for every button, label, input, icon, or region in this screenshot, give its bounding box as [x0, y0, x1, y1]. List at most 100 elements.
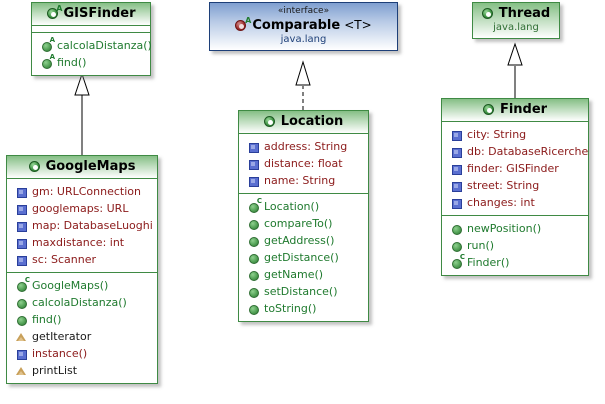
class-header-thread: Thread java.lang: [473, 3, 559, 38]
method-public-icon: [248, 303, 259, 315]
member-row[interactable]: finder: GISFinder: [442, 160, 588, 177]
attributes-compartment-finder: city: String db: DatabaseRicerche finder…: [442, 122, 588, 216]
class-name-finder: Finder: [499, 102, 548, 117]
field-icon: [16, 348, 27, 360]
method-public-icon: C: [248, 198, 262, 213]
attributes-compartment-location: address: String distance: float name: St…: [239, 134, 368, 194]
methods-compartment-gisfinder: A calcolaDistanza() A find(): [32, 33, 152, 75]
member-row[interactable]: C Location(): [239, 198, 368, 215]
class-icon: [28, 160, 42, 173]
member-row[interactable]: find(): [7, 311, 157, 328]
methods-compartment-finder: newPosition() run() C Finder(): [442, 216, 588, 275]
relationship-location-comparable: [295, 60, 311, 110]
member-row[interactable]: getIterator: [7, 328, 157, 345]
member-row[interactable]: map: DatabaseLuoghi: [7, 217, 157, 234]
field-icon: [451, 129, 462, 141]
member-row[interactable]: city: String: [442, 126, 588, 143]
class-box-googlemaps[interactable]: GoogleMaps gm: URLConnection googlemaps:…: [6, 155, 158, 384]
stereotype-label: «interface»: [277, 6, 330, 16]
class-box-finder[interactable]: Finder city: String db: DatabaseRicerche…: [441, 98, 589, 276]
field-icon: [248, 158, 259, 170]
methods-compartment-location: C Location() compareTo() getAddress() ge…: [239, 194, 368, 321]
abstract-class-icon: A: [46, 5, 63, 20]
member-row[interactable]: A calcolaDistanza(): [32, 37, 152, 54]
method-public-icon: [16, 314, 27, 326]
class-header-comparable: «interface» A Comparable <T> java.lang: [210, 3, 397, 50]
class-header-location: Location: [239, 111, 368, 134]
class-box-location[interactable]: Location address: String distance: float…: [238, 110, 369, 322]
member-row[interactable]: getAddress(): [239, 232, 368, 249]
member-row[interactable]: printList: [7, 362, 157, 379]
relationship-finder-thread: [507, 42, 523, 98]
method-public-icon: [451, 240, 462, 252]
member-row[interactable]: sc: Scanner: [7, 251, 157, 268]
class-name-googlemaps: GoogleMaps: [45, 159, 136, 174]
member-row[interactable]: gm: URLConnection: [7, 183, 157, 200]
field-icon: [451, 146, 462, 158]
member-row[interactable]: street: String: [442, 177, 588, 194]
method-abstract-icon: A: [41, 54, 55, 69]
methods-compartment-googlemaps: C GoogleMaps() calcolaDistanza() find() …: [7, 273, 157, 383]
member-row[interactable]: db: DatabaseRicerche: [442, 143, 588, 160]
interface-icon: A: [235, 17, 251, 32]
package-label-comparable: java.lang: [280, 34, 327, 45]
method-public-icon: [248, 235, 259, 247]
member-row[interactable]: setDistance(): [239, 283, 368, 300]
type-parameter: <T>: [344, 18, 372, 32]
field-icon: [451, 197, 462, 209]
method-public-icon: [248, 252, 259, 264]
member-row[interactable]: C GoogleMaps(): [7, 277, 157, 294]
class-box-comparable[interactable]: «interface» A Comparable <T> java.lang: [209, 2, 398, 51]
method-protected-icon: [16, 331, 27, 342]
class-icon: [481, 7, 495, 20]
member-row[interactable]: getName(): [239, 266, 368, 283]
member-row[interactable]: C Finder(): [442, 254, 588, 271]
class-box-thread[interactable]: Thread java.lang: [472, 2, 560, 39]
member-row[interactable]: distance: float: [239, 155, 368, 172]
method-public-icon: [248, 218, 259, 230]
class-box-gisfinder[interactable]: A GISFinder A calcolaDistanza() A find(): [31, 2, 152, 76]
class-icon: [263, 115, 277, 128]
member-row[interactable]: A find(): [32, 54, 150, 71]
class-header-googlemaps: GoogleMaps: [7, 156, 157, 179]
attributes-compartment-googlemaps: gm: URLConnection googlemaps: URL map: D…: [7, 179, 157, 273]
member-row[interactable]: googlemaps: URL: [7, 200, 157, 217]
method-public-icon: C: [16, 277, 30, 292]
member-row[interactable]: name: String: [239, 172, 368, 189]
class-name-gisfinder: GISFinder: [63, 6, 136, 21]
member-row[interactable]: changes: int: [442, 194, 588, 211]
class-name-thread: Thread: [498, 6, 551, 21]
member-row[interactable]: instance(): [7, 345, 157, 362]
field-icon: [16, 220, 27, 232]
field-icon: [248, 175, 259, 187]
field-icon: [16, 203, 27, 215]
method-protected-icon: [16, 365, 27, 376]
class-name-location: Location: [280, 114, 344, 129]
method-public-icon: C: [451, 254, 465, 269]
field-icon: [16, 254, 27, 266]
member-row[interactable]: compareTo(): [239, 215, 368, 232]
member-row[interactable]: run(): [442, 237, 588, 254]
member-row[interactable]: toString(): [239, 300, 368, 317]
field-icon: [248, 141, 259, 153]
method-public-icon: [451, 223, 462, 235]
package-label-thread: java.lang: [493, 22, 539, 33]
class-icon: [482, 103, 496, 116]
method-public-icon: [248, 269, 259, 281]
member-row[interactable]: getDistance(): [239, 249, 368, 266]
field-icon: [451, 163, 462, 175]
field-icon: [16, 186, 27, 198]
method-abstract-icon: A: [41, 37, 55, 52]
member-row[interactable]: address: String: [239, 138, 368, 155]
method-public-icon: [16, 297, 27, 309]
method-public-icon: [248, 286, 259, 298]
class-header-finder: Finder: [442, 99, 588, 122]
class-header-gisfinder: A GISFinder: [32, 3, 150, 26]
relationship-googlemaps-gisfinder: [74, 72, 90, 155]
member-row[interactable]: newPosition(): [442, 220, 588, 237]
field-icon: [451, 180, 462, 192]
member-row[interactable]: calcolaDistanza(): [7, 294, 157, 311]
class-name-comparable: Comparable: [252, 18, 341, 33]
member-row[interactable]: maxdistance: int: [7, 234, 157, 251]
